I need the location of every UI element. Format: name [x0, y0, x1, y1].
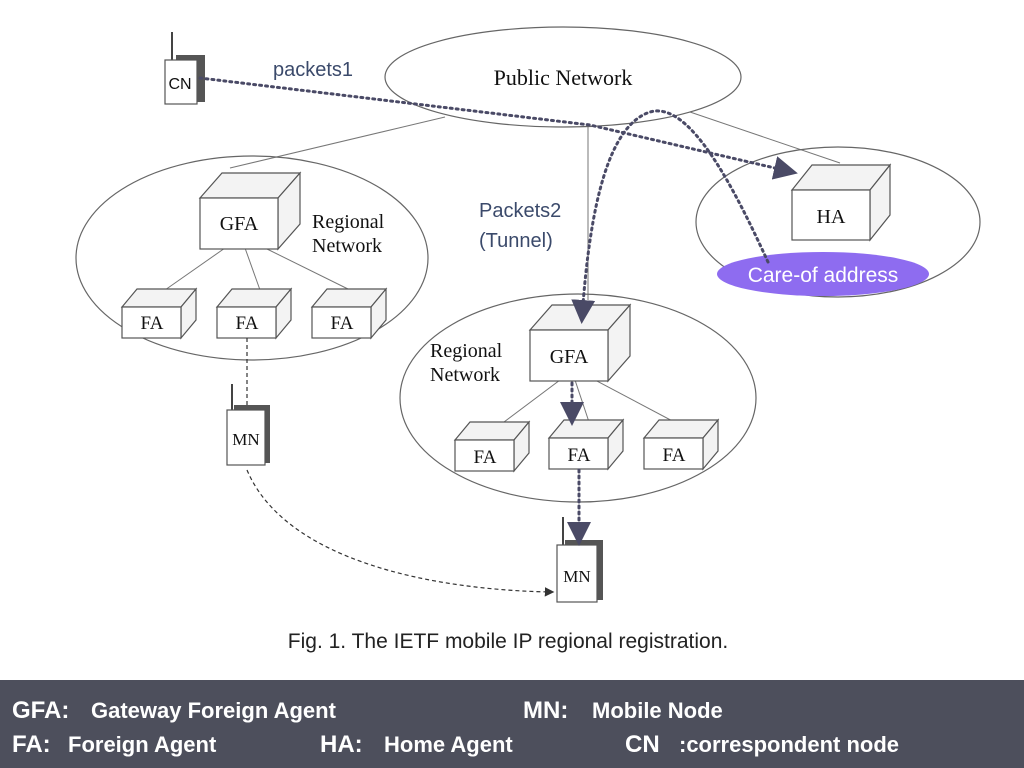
legend-footer: GFA: Gateway Foreign Agent MN: Mobile No… [0, 680, 1024, 768]
care-of-address-label: Care-of address [748, 264, 899, 287]
packets1-path [198, 76, 798, 180]
legend-def-mn: Mobile Node [592, 698, 723, 723]
packets2-tunnel-path [571, 109, 770, 324]
home-network-ellipse [695, 146, 981, 298]
right-fa-box-1: FA [453, 420, 531, 473]
right-region-label-line1: Regional [430, 340, 503, 362]
packets2-label-line2: (Tunnel) [479, 230, 553, 252]
cn-device: CN [164, 32, 205, 105]
cn-label: CN [168, 76, 191, 93]
left-fa-box-3: FA [310, 287, 388, 340]
mn-movement-path [246, 469, 555, 597]
left-fa-box-2: FA [215, 287, 293, 340]
left-regional-network-ellipse [75, 155, 429, 361]
left-region-label-line1: Regional [312, 211, 385, 233]
packets2-label-line1: Packets2 [479, 200, 561, 222]
right-mn-label: MN [563, 567, 590, 586]
right-gfa-box: GFA [528, 303, 632, 383]
public-network-ellipse [384, 26, 742, 128]
left-gfa-box: GFA [198, 171, 302, 251]
legend-def-ha: Home Agent [384, 732, 513, 757]
right-gfa-label: GFA [550, 346, 589, 368]
left-mn-device: MN [226, 384, 270, 466]
right-fa-box-3: FA [642, 418, 720, 471]
right-fa-label-3: FA [663, 445, 686, 466]
legend-def-gfa: Gateway Foreign Agent [91, 698, 336, 723]
network-links [164, 111, 841, 426]
network-diagram: Public Network GFA Regional Network FA F… [75, 26, 981, 653]
legend-term-cn: CN [625, 731, 660, 758]
legend-row-2: FA: Foreign Agent HA: Home Agent CN :cor… [12, 730, 1012, 760]
care-of-address-ellipse [717, 252, 929, 296]
left-mn-label: MN [232, 430, 259, 449]
right-fa-label-1: FA [474, 447, 497, 468]
packets1-label: packets1 [273, 59, 353, 81]
legend-term-ha: HA: [320, 731, 363, 758]
ha-box: HA [790, 163, 892, 242]
left-fa-label-1: FA [141, 313, 164, 334]
right-fa-box-2: FA [547, 418, 625, 471]
legend-term-mn: MN: [523, 697, 569, 724]
figure-caption: Fig. 1. The IETF mobile IP regional regi… [288, 630, 728, 653]
legend-def-fa: Foreign Agent [68, 732, 217, 757]
legend-def-cn: :correspondent node [679, 732, 900, 757]
right-region-label-line2: Network [430, 364, 500, 386]
left-fa-label-3: FA [331, 313, 354, 334]
legend-row-1: GFA: Gateway Foreign Agent MN: Mobile No… [12, 696, 1012, 726]
left-fa-label-2: FA [236, 313, 259, 334]
left-gfa-label: GFA [220, 213, 259, 235]
legend-term-fa: FA: [12, 731, 51, 758]
left-fa-box-1: FA [120, 287, 198, 340]
ha-label: HA [817, 206, 846, 228]
right-fa-label-2: FA [568, 445, 591, 466]
public-network-label: Public Network [494, 65, 633, 90]
legend-term-gfa: GFA: [12, 697, 70, 724]
left-region-label-line2: Network [312, 235, 382, 257]
